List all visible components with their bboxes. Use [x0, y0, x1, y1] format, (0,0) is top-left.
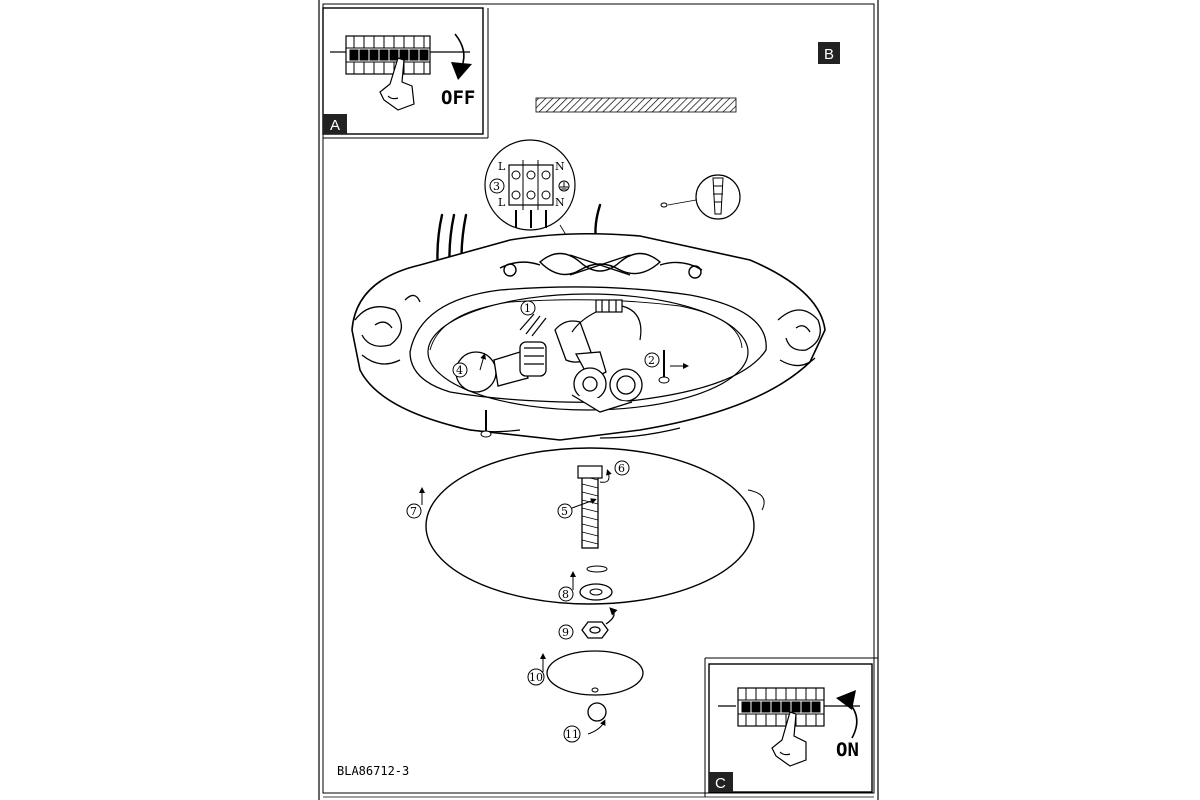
finial-ball [587, 702, 607, 735]
step-7-label: 7 [410, 505, 417, 518]
step-4-label: 4 [456, 364, 463, 377]
step-5-marker: 5 [557, 498, 597, 519]
panel-b: B [818, 42, 840, 64]
step-10-marker: 10 [527, 653, 546, 686]
panel-c: ON C [704, 657, 878, 797]
panel-letter-b-box [818, 42, 840, 64]
wire-connector [571, 299, 642, 341]
step-1-label: 1 [524, 302, 531, 315]
step-3-label: 3 [493, 180, 500, 193]
panel-letter-c: C [715, 775, 726, 792]
panel-a: OFF A [322, 7, 489, 139]
side-ornament-left [354, 294, 421, 365]
step-9-label: 9 [562, 626, 569, 639]
wall-plug-inset [660, 174, 741, 220]
rotate-arrow-icon [451, 33, 472, 80]
wall-plug-icon [712, 177, 724, 215]
document-code: BLA86712-3 [337, 764, 409, 778]
ceiling-hatch [535, 97, 737, 113]
terminal-top-label-l: L [498, 160, 506, 173]
lamp-body [351, 203, 826, 441]
bulb-icon [455, 341, 547, 393]
ground-icon [558, 180, 570, 192]
step-2-marker: 2 [644, 350, 689, 384]
step-8-marker: 8 [558, 571, 576, 602]
panel-letter-b: B [824, 46, 834, 63]
step-1-marker: 1 [519, 300, 547, 337]
step-11-label: 11 [565, 728, 579, 741]
step-6-label: 6 [618, 462, 625, 475]
terminal-bottom-label-n: N [555, 196, 565, 209]
lower-glass [546, 650, 644, 696]
step-11-marker: 11 [563, 725, 581, 743]
screw-icon [480, 410, 492, 438]
step-9-marker: 9 [558, 624, 574, 640]
screw-icon [658, 350, 670, 384]
terminal-bottom-label-l: L [498, 196, 506, 209]
hand-icon [379, 57, 415, 111]
hand-icon [771, 711, 807, 767]
panel-letter-a: A [330, 117, 340, 134]
decorative-knot [499, 252, 703, 279]
step-6-marker: 6 [614, 460, 630, 476]
terminal-block-inset: L N L N 3 [484, 139, 609, 306]
step-5-label: 5 [561, 505, 568, 518]
washer-8 [579, 565, 613, 601]
power-on-label: ON [836, 739, 859, 761]
page-frame [318, 0, 879, 800]
step-10-label: 10 [529, 671, 543, 684]
nut-6 [577, 465, 612, 483]
panel-letter-c-box [709, 772, 733, 792]
breaker-icon [718, 687, 860, 727]
rotate-arrow-icon [836, 690, 858, 739]
lamp-socket [554, 320, 643, 413]
side-ornament-right [777, 309, 821, 367]
nut-9 [581, 607, 618, 639]
terminal-top-label-n: N [555, 160, 565, 173]
step-7-marker: 7 [406, 487, 425, 519]
power-off-label: OFF [441, 87, 475, 109]
step-8-label: 8 [562, 588, 569, 601]
step-4-marker: 4 [452, 353, 487, 378]
panel-letter-a-box [323, 114, 347, 134]
bottom-ornament [449, 424, 681, 439]
terminal-screws [511, 170, 551, 200]
step-2-label: 2 [648, 354, 655, 367]
threaded-rod [581, 467, 599, 549]
